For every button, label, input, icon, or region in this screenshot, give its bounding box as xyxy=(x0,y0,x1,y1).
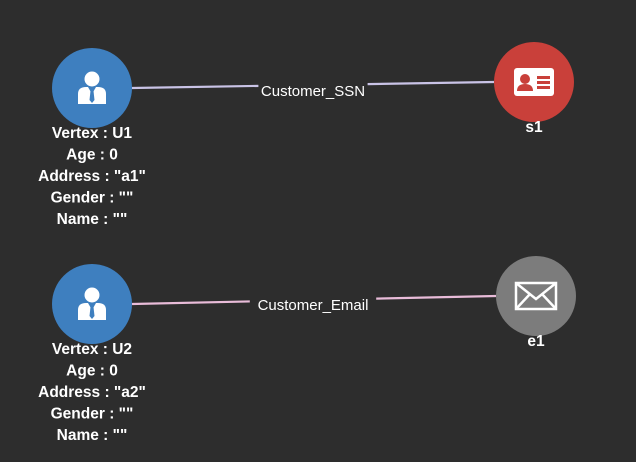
node-label: Age : 0 xyxy=(66,147,118,164)
node-e1[interactable]: e1 xyxy=(496,256,576,350)
user-icon xyxy=(78,71,106,104)
edge-customer-ssn[interactable]: Customer_SSN xyxy=(131,80,495,100)
node-label: Vertex : U2 xyxy=(52,341,132,358)
node-u2[interactable]: Vertex : U2 Age : 0 Address : "a2" Gender :… xyxy=(38,264,146,444)
envelope-icon xyxy=(514,281,558,311)
node-s1[interactable]: s1 xyxy=(494,42,574,136)
node-label: Address : "a1" xyxy=(38,168,146,185)
node-label: Name : "" xyxy=(57,211,128,228)
node-label: e1 xyxy=(527,333,545,350)
edge-label: Customer_SSN xyxy=(261,83,365,100)
edge-label-background xyxy=(258,82,368,100)
node-label: Address : "a2" xyxy=(38,384,146,401)
node-label: s1 xyxy=(525,119,543,136)
edges-layer: Customer_SSN Customer_Email xyxy=(131,80,497,314)
node-label: Name : "" xyxy=(57,427,128,444)
user-icon xyxy=(78,287,106,320)
node-label: Gender : "" xyxy=(51,190,134,207)
edge-customer-email[interactable]: Customer_Email xyxy=(131,294,497,314)
edge-label: Customer_Email xyxy=(258,297,369,314)
node-u1[interactable]: Vertex : U1 Age : 0 Address : "a1" Gender :… xyxy=(38,48,146,228)
edge-label-background xyxy=(249,296,377,314)
nodes-layer: Vertex : U1 Age : 0 Address : "a1" Gender :… xyxy=(38,42,576,444)
node-label: Vertex : U1 xyxy=(52,125,133,142)
id-card-icon xyxy=(514,68,554,96)
node-label: Age : 0 xyxy=(66,363,118,380)
node-circle[interactable] xyxy=(496,256,576,336)
node-label: Gender : "" xyxy=(51,406,134,423)
